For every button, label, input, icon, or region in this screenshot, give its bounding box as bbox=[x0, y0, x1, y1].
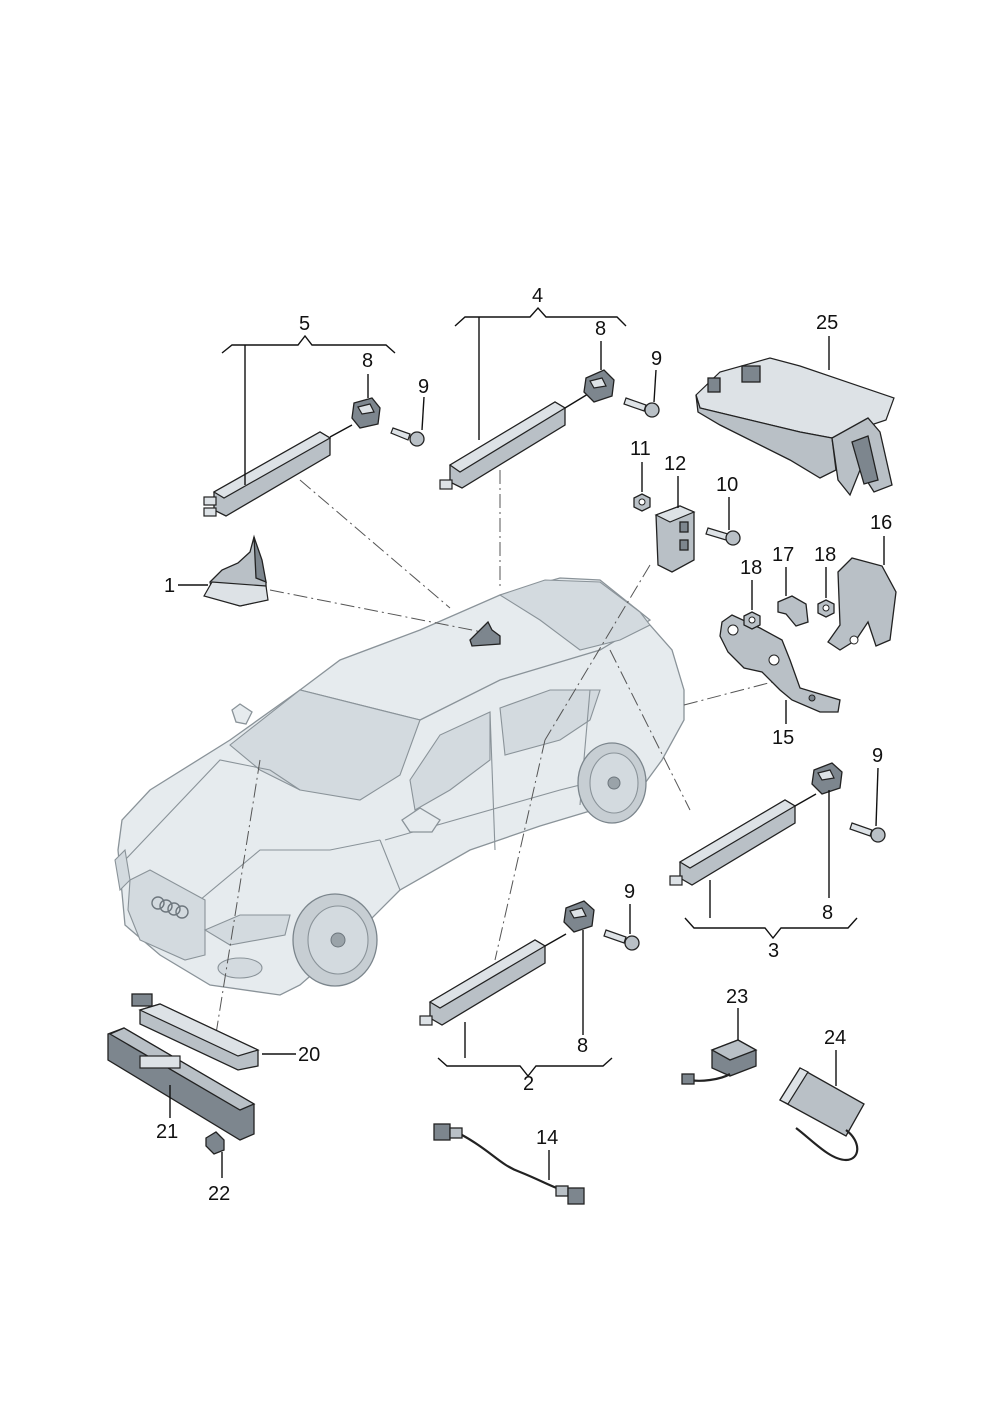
label-23: 23 bbox=[726, 986, 748, 1008]
antenna-amplifier-3 bbox=[669, 793, 817, 886]
screw-9a bbox=[390, 427, 425, 447]
label-8-d: 8 bbox=[577, 1035, 588, 1057]
label-9-c: 9 bbox=[872, 745, 883, 767]
label-14: 14 bbox=[536, 1127, 558, 1149]
antenna-amplifier-2 bbox=[419, 933, 567, 1026]
label-18-b: 18 bbox=[814, 544, 836, 566]
gps-antenna-23: 23 bbox=[681, 986, 758, 1085]
antenna-amplifier-5 bbox=[203, 424, 353, 517]
label-3: 3 bbox=[768, 940, 779, 962]
label-24: 24 bbox=[824, 1027, 846, 1049]
connection-lines bbox=[214, 470, 781, 1041]
nut-11: 11 bbox=[630, 438, 651, 512]
brace-2: 2 8 9 bbox=[437, 881, 635, 1095]
bracket-15: 15 bbox=[719, 614, 841, 749]
clip-22: 22 bbox=[205, 1131, 230, 1205]
label-17: 17 bbox=[772, 544, 794, 566]
brace-4: 4 8 9 bbox=[454, 285, 662, 440]
label-8-c: 8 bbox=[822, 902, 833, 924]
label-8-b: 8 bbox=[595, 318, 606, 340]
label-15: 15 bbox=[772, 727, 794, 749]
label-10: 10 bbox=[716, 474, 738, 496]
roof-antenna-on-car bbox=[469, 620, 501, 647]
mounting-bracket-25: 25 bbox=[695, 312, 895, 497]
antenna-strip-20: 20 bbox=[131, 993, 320, 1071]
label-22: 22 bbox=[208, 1183, 230, 1205]
brace-3: 3 8 9 bbox=[684, 745, 883, 962]
label-20: 20 bbox=[298, 1044, 320, 1066]
label-2: 2 bbox=[523, 1073, 534, 1095]
label-1: 1 bbox=[164, 575, 175, 597]
holder-21: 21 bbox=[107, 1027, 256, 1143]
brace-5: 5 8 9 bbox=[221, 313, 429, 485]
screw-9c bbox=[849, 822, 886, 843]
bracket-clip-8d bbox=[563, 900, 595, 933]
nut-18b: 18 bbox=[814, 544, 836, 618]
bracket-clip-8c bbox=[811, 762, 843, 795]
bracket-16: 16 bbox=[827, 512, 897, 651]
clip-17: 17 bbox=[772, 544, 809, 627]
screw-9b bbox=[623, 397, 660, 418]
roof-antenna-part: 1 bbox=[164, 534, 269, 607]
label-9-d: 9 bbox=[624, 881, 635, 903]
label-9-a: 9 bbox=[418, 376, 429, 398]
label-9-b: 9 bbox=[651, 348, 662, 370]
label-25: 25 bbox=[816, 312, 838, 334]
screw-9d bbox=[603, 929, 640, 951]
antenna-amplifier-4 bbox=[439, 393, 589, 490]
control-unit-24: 24 bbox=[779, 1027, 865, 1162]
label-8-a: 8 bbox=[362, 350, 373, 372]
car-illustration bbox=[114, 577, 685, 996]
bracket-clip-8b bbox=[583, 369, 615, 403]
label-21: 21 bbox=[156, 1121, 178, 1143]
label-18-a: 18 bbox=[740, 557, 762, 579]
screw-10: 10 bbox=[705, 474, 741, 546]
connector-housing-12: 12 bbox=[654, 453, 696, 573]
label-12: 12 bbox=[664, 453, 686, 475]
label-5: 5 bbox=[299, 313, 310, 335]
label-16: 16 bbox=[870, 512, 892, 534]
label-11: 11 bbox=[630, 438, 651, 460]
bracket-clip-8a bbox=[351, 397, 381, 429]
antenna-cable-14: 14 bbox=[433, 1123, 585, 1205]
nut-18a: 18 bbox=[740, 557, 762, 630]
audi-emblem-icon bbox=[151, 896, 189, 919]
label-4: 4 bbox=[532, 285, 543, 307]
